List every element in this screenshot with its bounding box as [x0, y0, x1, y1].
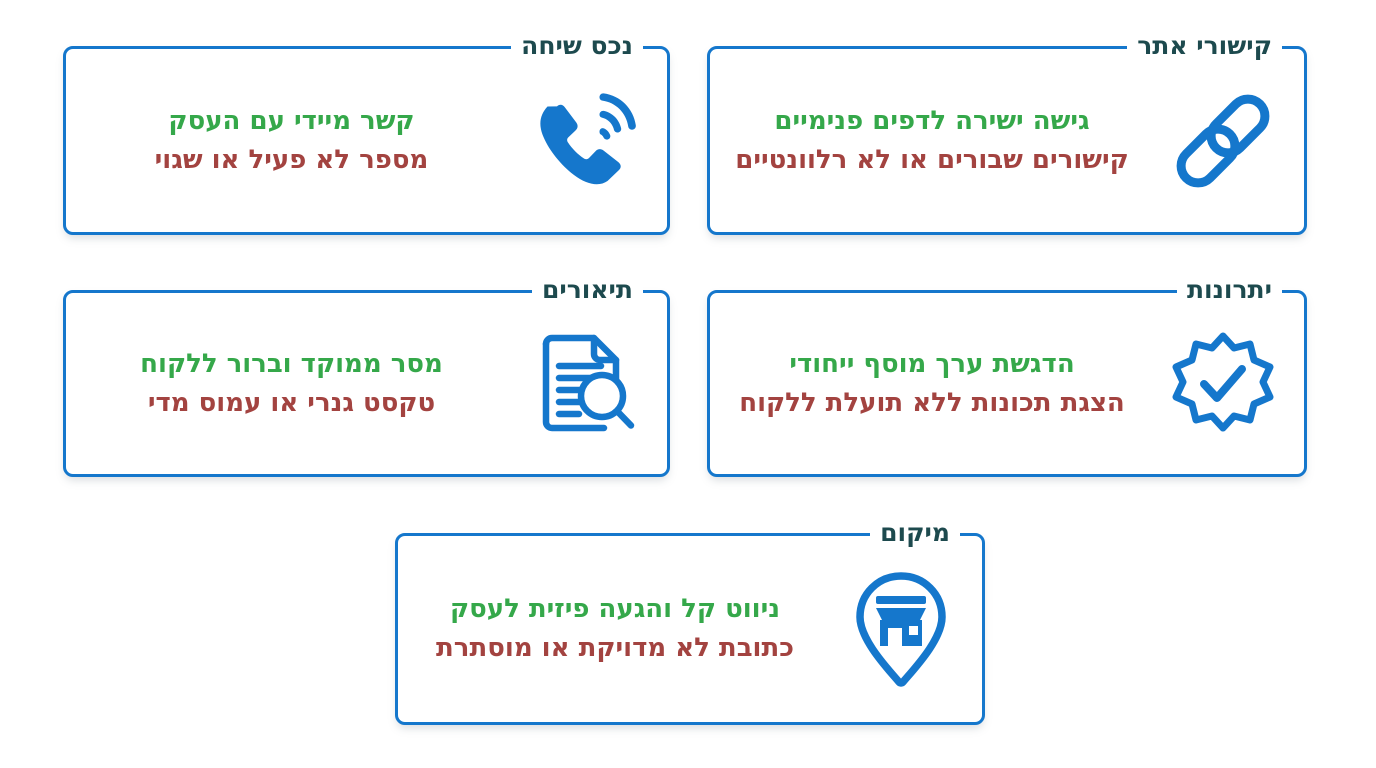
chain-link-icon	[1148, 89, 1298, 193]
card-pro-text: הדגשת ערך מוסף ייחודי	[789, 348, 1075, 379]
card-con-text: קישורים שבורים או לא רלוונטיים	[735, 144, 1129, 175]
card-location[interactable]: מיקום ניווט קל והגעה פיזית לעס	[395, 518, 985, 725]
card-texts: קשר מיידי עם העסק מספר לא פעיל או שגוי	[72, 106, 511, 175]
card-site-links[interactable]: קישורי אתר גישה ישירה לדפים פנימיים קישו…	[707, 31, 1307, 235]
card-texts: גישה ישירה לדפים פנימיים קישורים שבורים …	[716, 106, 1148, 175]
card-texts: מסר ממוקד וברור ללקוח טקסט גנרי או עמוס …	[72, 349, 511, 418]
card-texts: הדגשת ערך מוסף ייחודי הצגת תכונות ללא תו…	[716, 349, 1148, 418]
card-con-text: הצגת תכונות ללא תועלת ללקוח	[739, 387, 1125, 418]
map-pin-store-icon	[826, 570, 976, 688]
card-body: מסר ממוקד וברור ללקוח טקסט גנרי או עמוס …	[66, 330, 667, 438]
card-title-location: מיקום	[870, 518, 960, 548]
card-body: קשר מיידי עם העסק מספר לא פעיל או שגוי	[66, 89, 667, 193]
card-benefits[interactable]: יתרונות הדגשת ערך מוסף ייחודי הצגת תכונו…	[707, 275, 1307, 477]
card-title-call-asset: נכס שיחה	[511, 31, 643, 61]
card-title-descriptions: תיאורים	[531, 275, 643, 305]
card-con-text: מספר לא פעיל או שגוי	[154, 144, 429, 175]
card-con-text: כתובת לא מדויקת או מוסתרת	[436, 633, 794, 663]
card-pro-text: מסר ממוקד וברור ללקוח	[140, 348, 443, 379]
phone-call-icon	[511, 89, 661, 193]
card-texts: ניווט קל והגעה פיזית לעסק כתובת לא מדויק…	[404, 594, 826, 663]
card-pro-text: ניווט קל והגעה פיזית לעסק	[449, 594, 781, 625]
card-pro-text: גישה ישירה לדפים פנימיים	[774, 105, 1090, 136]
card-title-benefits: יתרונות	[1176, 275, 1282, 305]
document-search-icon	[511, 330, 661, 438]
card-call-asset[interactable]: נכס שיחה קשר מיידי עם העסק מספר לא פעיל …	[63, 31, 670, 235]
badge-check-icon	[1148, 331, 1298, 437]
card-body: ניווט קל והגעה פיזית לעסק כתובת לא מדויק…	[398, 570, 982, 688]
card-body: הדגשת ערך מוסף ייחודי הצגת תכונות ללא תו…	[710, 331, 1304, 437]
card-pro-text: קשר מיידי עם העסק	[168, 105, 415, 136]
card-title-site-links: קישורי אתר	[1127, 31, 1282, 61]
card-con-text: טקסט גנרי או עמוס מדי	[147, 387, 436, 418]
card-descriptions[interactable]: תיאורים	[63, 275, 670, 477]
card-body: גישה ישירה לדפים פנימיים קישורים שבורים …	[710, 89, 1304, 193]
